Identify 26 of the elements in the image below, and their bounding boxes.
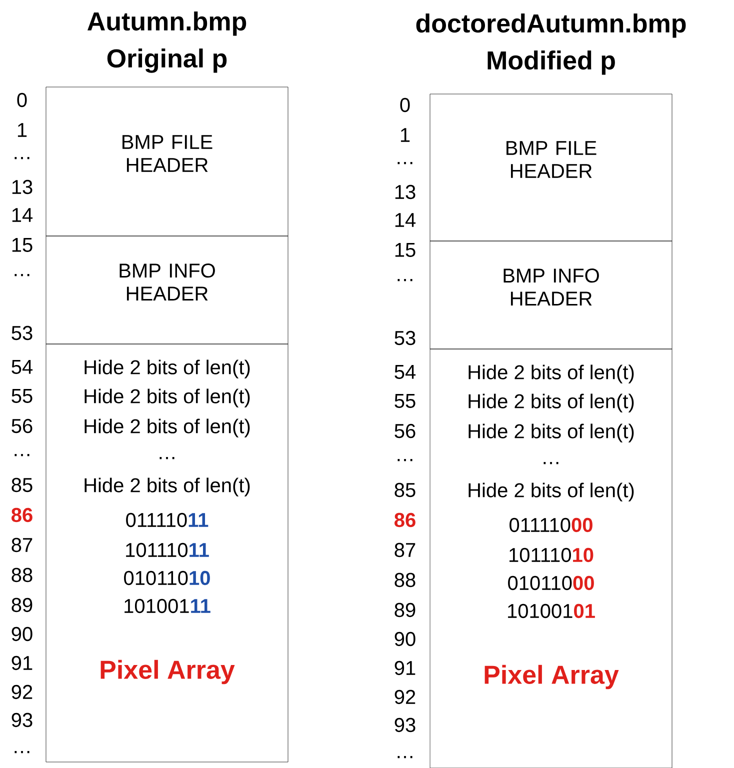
row-number: … xyxy=(398,278,412,282)
column-title: doctoredAutumn.bmp xyxy=(416,14,686,38)
row-number: … xyxy=(14,274,30,276)
row-number: 14 xyxy=(395,213,416,227)
row-number: 55 xyxy=(394,394,416,408)
row-number: 55 xyxy=(12,389,32,403)
header-box: BMP FILE HEADER xyxy=(430,94,672,242)
row-number: 15 xyxy=(12,238,32,252)
row-number: 13 xyxy=(12,180,32,194)
row-number: 54 xyxy=(394,365,416,379)
column-title: Autumn.bmp xyxy=(88,12,246,36)
row-number: 14 xyxy=(12,208,33,222)
header-box: BMP INFO HEADER xyxy=(430,240,672,350)
row-number: 1 xyxy=(400,128,410,142)
row-number: 0 xyxy=(17,92,27,108)
row-number: 53 xyxy=(12,326,32,340)
pixel-array-box: Hide 2 bits of len(t) Hide 2 bits of len(t) Hide 2 bits of len(t) … Hide 2 bits of len(t) 01111011 10111011 01011010 10100111 Pixel Array xyxy=(46,344,288,762)
row-number: 15 xyxy=(395,243,416,257)
row-number: 53 xyxy=(394,330,416,346)
row-number: 1 xyxy=(18,123,27,137)
pixel-array-box: Hide 2 bits of len(t) Hide 2 bits of len(t) Hide 2 bits of len(t) … Hide 2 bits of len(t) 01111000 10111010 01011000 10100101 Pixel Array xyxy=(430,348,672,768)
row-number: 0 xyxy=(400,98,410,112)
header-box: BMP INFO HEADER xyxy=(46,236,288,344)
row-number: 54 xyxy=(12,360,33,374)
row-number: 13 xyxy=(395,184,416,200)
header-box: BMP FILE HEADER xyxy=(46,86,288,236)
